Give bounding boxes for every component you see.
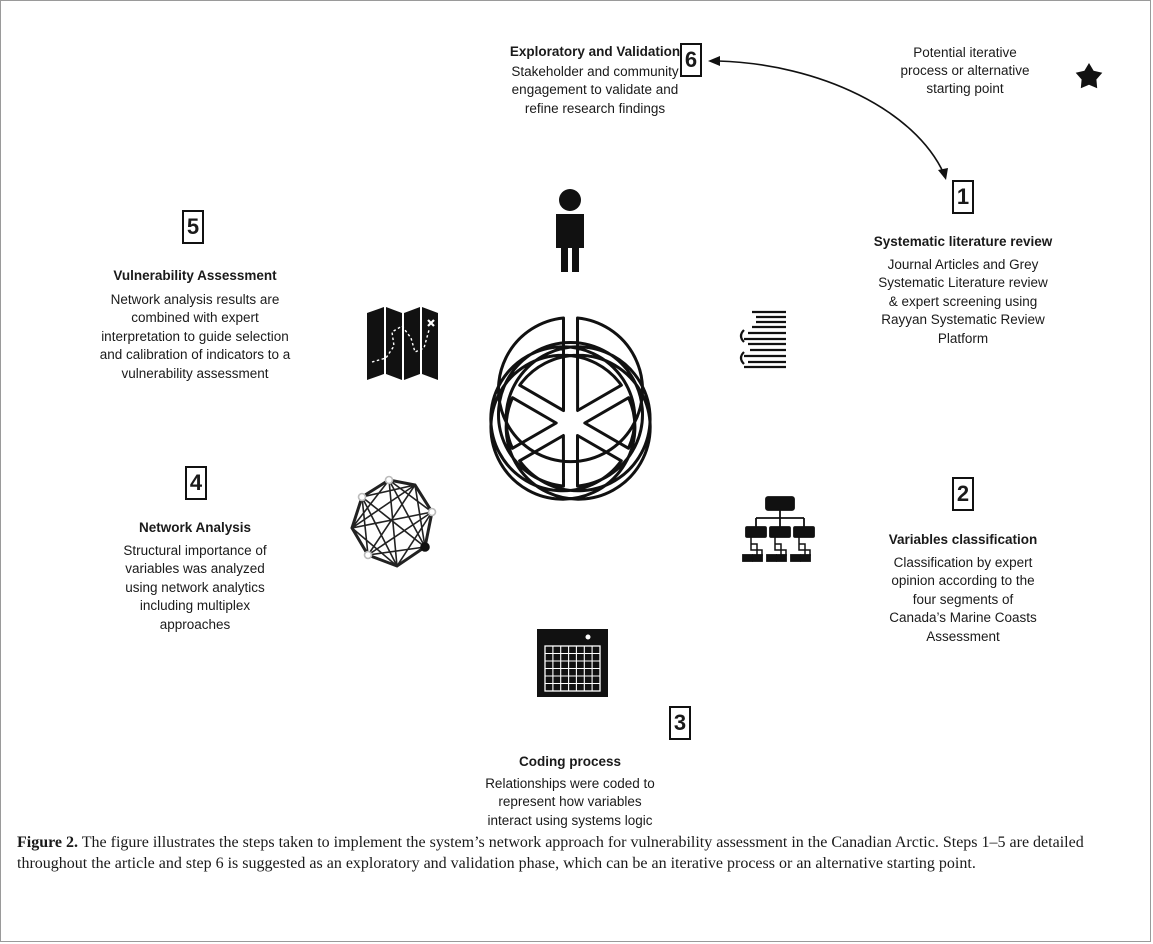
step-3-number: 3 [669,706,691,740]
map-icon [367,307,438,380]
figure-caption: Figure 2. The figure illustrates the ste… [17,832,1137,874]
flower-outline [489,316,652,501]
step-3-title: Coding process [518,754,621,769]
step-4-number: 4 [185,466,207,500]
org-chart-icon [742,496,815,562]
step-2-number: 2 [952,477,974,511]
step-5-number: 5 [182,210,204,244]
network-icon [350,475,437,568]
calendar-icon [537,629,608,697]
caption-text: The figure illustrates the steps taken t… [17,834,1084,872]
person-icon [556,189,584,272]
step-1-number: 1 [952,180,974,214]
step-2-title: Variables classification [888,532,1038,547]
star-icon [1075,63,1103,89]
step-1-title: Systematic literature review [873,234,1053,249]
step-6-number: 6 [680,43,702,77]
caption-label: Figure 2. [17,834,79,851]
books-icon [739,310,786,369]
step-5-title: Vulnerability Assessment [113,268,277,283]
step-6-title: Exploratory and Validation [509,44,681,59]
step-4-title: Network Analysis [138,520,252,535]
iterative-arrow [708,56,948,180]
